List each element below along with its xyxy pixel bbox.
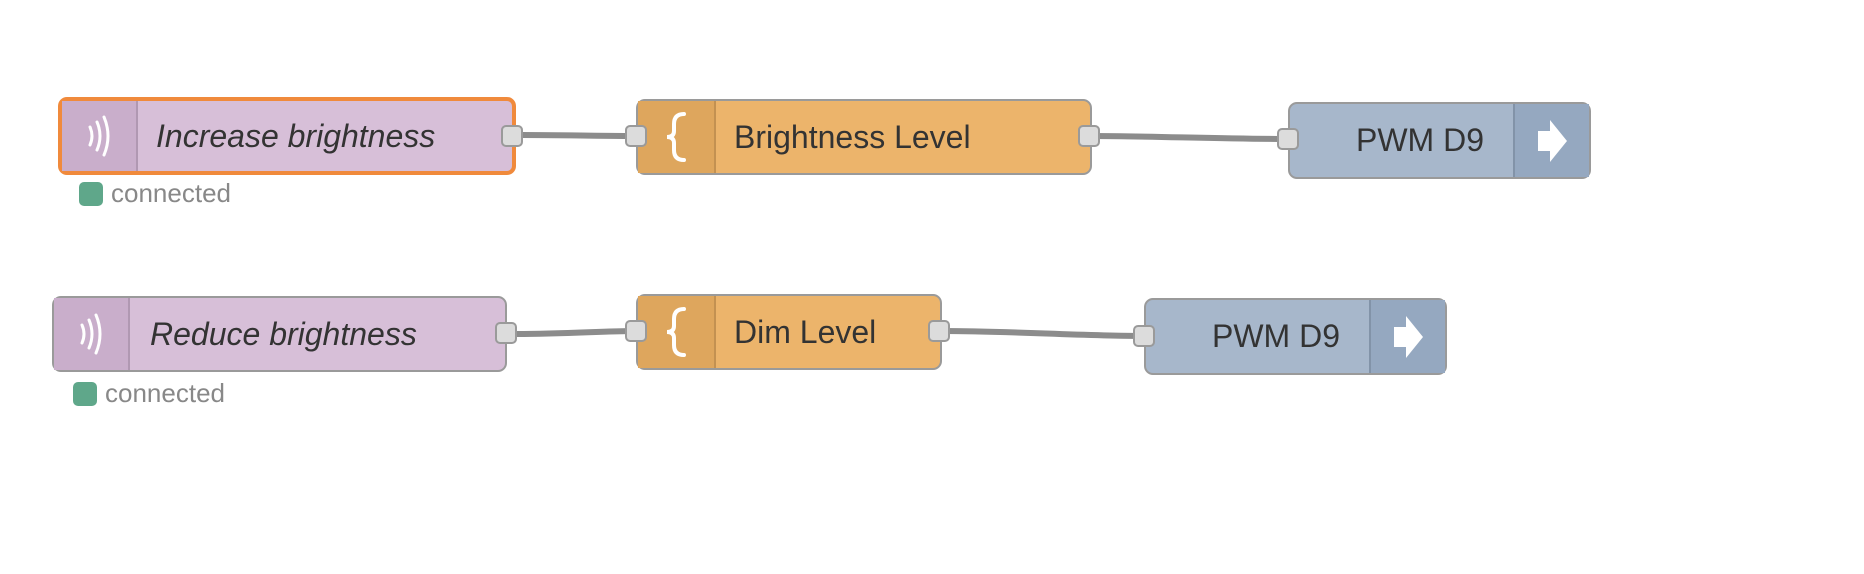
status-dot-icon <box>73 381 97 406</box>
wire-dim-to-pwm[interactable] <box>939 328 1147 339</box>
output-port[interactable] <box>928 320 950 342</box>
input-port[interactable] <box>1133 325 1155 347</box>
node-brightness-level[interactable]: Brightness Level <box>636 99 1092 175</box>
wire-increase-to-brightness[interactable] <box>519 132 639 139</box>
node-label: Brightness Level <box>734 118 971 155</box>
status-text: connected <box>111 178 231 208</box>
input-port[interactable] <box>625 125 647 147</box>
output-port[interactable] <box>1078 125 1100 147</box>
curly-brace-icon <box>638 101 716 173</box>
curly-brace-icon <box>638 296 716 368</box>
input-port[interactable] <box>1277 128 1299 150</box>
status-text: connected <box>105 378 225 408</box>
wire-brightness-to-pwm[interactable] <box>1089 133 1291 142</box>
websocket-wave-icon <box>62 101 138 171</box>
input-port[interactable] <box>625 320 647 342</box>
arrow-right-icon <box>1513 104 1589 177</box>
node-dim-level[interactable]: Dim Level <box>636 294 942 370</box>
status-dot-icon <box>79 181 103 206</box>
arrow-right-icon <box>1369 300 1445 373</box>
node-reduce-brightness[interactable]: Reduce brightness <box>52 296 507 372</box>
node-label: PWM D9 <box>1212 318 1340 354</box>
output-port[interactable] <box>495 322 517 344</box>
wire-reduce-to-dim[interactable] <box>513 328 639 337</box>
websocket-wave-icon <box>54 298 130 370</box>
status-connected: connected <box>73 378 225 409</box>
output-port[interactable] <box>501 125 523 147</box>
node-increase-brightness[interactable]: Increase brightness <box>58 97 516 175</box>
node-label: Reduce brightness <box>150 315 417 352</box>
node-label: PWM D9 <box>1356 122 1484 158</box>
status-connected: connected <box>79 178 231 209</box>
node-pwm-d9[interactable]: PWM D9 <box>1144 298 1447 375</box>
node-pwm-d9[interactable]: PWM D9 <box>1288 102 1591 179</box>
node-label: Dim Level <box>734 313 877 350</box>
node-label: Increase brightness <box>156 117 436 154</box>
